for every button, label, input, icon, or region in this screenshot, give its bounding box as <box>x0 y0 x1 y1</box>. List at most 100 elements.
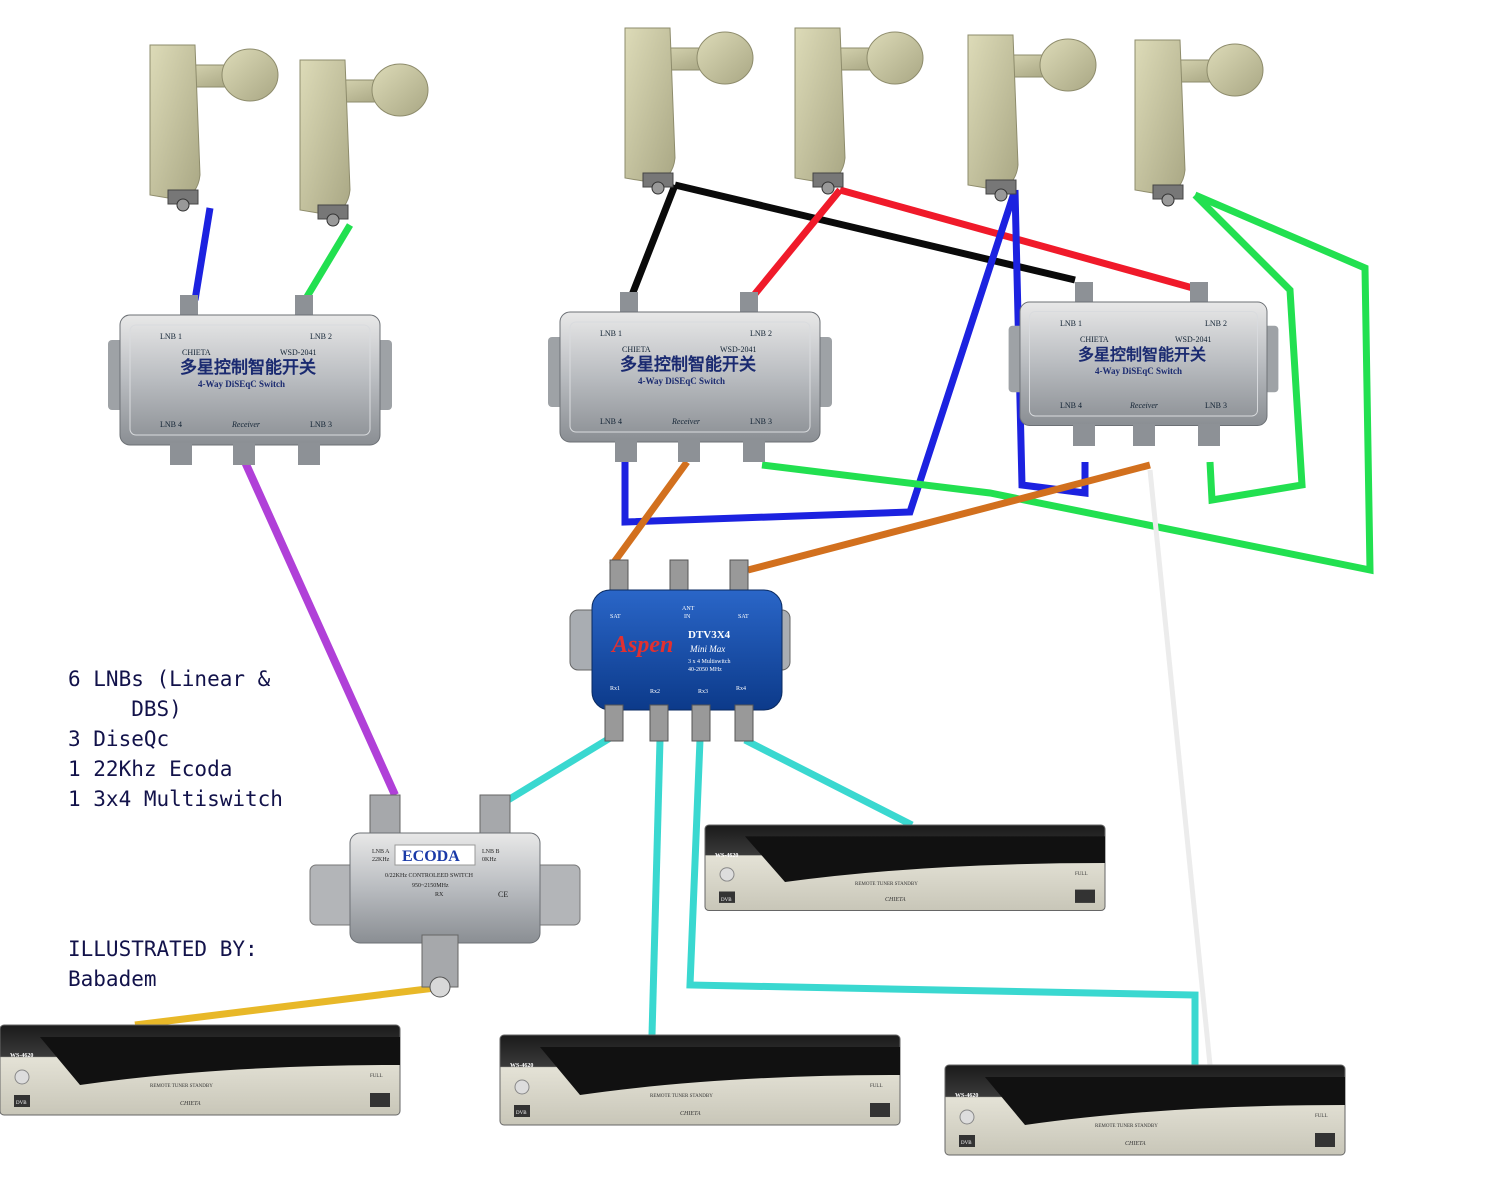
ecoda-lnb-b: LNB B <box>482 849 500 855</box>
multiswitch-rx2: Rx2 <box>650 689 660 695</box>
switch-title: 4-Way DiSEqC Switch <box>1095 366 1182 376</box>
cable-white <box>1147 469 1213 1066</box>
lnb-1 <box>149 44 279 212</box>
chinese-title: 多星控制智能开关 <box>1078 345 1206 364</box>
ecoda-switch: ECODA LNB A 22KHz LNB B 0KHz 0/22KHz CON… <box>309 794 581 998</box>
multiswitch-sat2: SAT <box>738 614 749 620</box>
multiswitch-series: Mini Max <box>689 644 725 654</box>
ecoda-line1: 0/22KHz CONTROLEED SWITCH <box>385 873 474 879</box>
chinese-title: 多星控制智能开关 <box>180 357 316 377</box>
receiver-leds: REMOTE TUNER STANDBY <box>855 882 918 887</box>
receiver-label: Receiver <box>231 420 261 429</box>
receiver-brand: CHIETA <box>180 1101 201 1107</box>
brand-label: CHIETA <box>622 345 651 354</box>
cable-green-1 <box>761 191 1374 575</box>
ecoda-lnb-a-freq: 22KHz <box>372 857 390 863</box>
receiver-2: WS-4620 REMOTE TUNER STANDBY CHIETA FULL… <box>499 1034 901 1126</box>
chinese-title: 多星控制智能开关 <box>620 354 756 374</box>
cable-cyan-ecoda <box>506 732 617 803</box>
receiver-brand: CHIETA <box>885 897 906 903</box>
cable-orange-2 <box>747 461 1151 574</box>
multiswitch-in: IN <box>684 614 691 620</box>
multiswitch-desc1: 3 x 4 Multiswitch <box>688 659 731 665</box>
multiswitch-sat1: SAT <box>610 614 621 620</box>
equipment-notes: 6 LNBs (Linear & DBS) 3 DiseQc 1 22Khz E… <box>68 664 358 814</box>
cable-cyan-rx3 <box>686 739 1199 1070</box>
ecoda-line2: 950~2150MHz <box>412 883 449 889</box>
lnb4-label: LNB 4 <box>160 420 182 429</box>
receiver-dvb: DVB <box>961 1141 972 1146</box>
multiswitch-ant: ANT <box>682 606 695 612</box>
lnb2-label: LNB 2 <box>1205 319 1227 328</box>
brand-label: CHIETA <box>1080 335 1109 344</box>
ecoda-lnb-b-freq: 0KHz <box>482 857 497 863</box>
receiver-label: Receiver <box>671 417 701 426</box>
cable-green-2 <box>1192 192 1306 505</box>
lnb2-label: LNB 2 <box>310 332 332 341</box>
lnb-2 <box>299 59 429 227</box>
cable-red-long <box>839 186 1201 294</box>
cable-gold <box>134 984 436 1029</box>
receiver-label: Receiver <box>1129 401 1159 410</box>
multiswitch-rx1: Rx1 <box>610 686 620 692</box>
diseqc-switch-1: LNB 1 LNB 2 CHIETA WSD-2041 多星控制智能开关 4-W… <box>107 295 393 465</box>
cable-purple <box>241 460 399 797</box>
cable-cyan-rx4 <box>743 736 914 829</box>
receiver-brand: CHIETA <box>680 1111 701 1117</box>
receiver-model: WS-4620 <box>955 1093 978 1099</box>
receiver-1: WS-4620 REMOTE TUNER STANDBY CHIETA FULL… <box>0 1024 401 1116</box>
multiswitch: Aspen DTV3X4 Mini Max 3 x 4 Multiswitch … <box>569 559 791 742</box>
switch-title: 4-Way DiSEqC Switch <box>638 376 725 386</box>
lnb3-label: LNB 3 <box>1205 401 1227 410</box>
receiver-leds: REMOTE TUNER STANDBY <box>150 1084 213 1089</box>
receiver-dvb: DVB <box>721 898 732 903</box>
receiver-leds: REMOTE TUNER STANDBY <box>1095 1124 1158 1129</box>
receiver-dvb: DVB <box>516 1111 527 1116</box>
lnb2-label: LNB 2 <box>750 329 772 338</box>
note-ecoda: 1 22Khz Ecoda <box>68 757 233 781</box>
note-lnbs: 6 LNBs (Linear & <box>68 667 271 691</box>
lnb4-label: LNB 4 <box>1060 401 1082 410</box>
credit-name: Babadem <box>68 967 157 991</box>
diseqc-switch-3: LNB 1 LNB 2 CHIETA WSD-2041 多星控制智能开关 4-W… <box>1008 282 1279 446</box>
multiswitch-rx4: Rx4 <box>736 686 746 692</box>
cable-cyan-rx2 <box>648 739 664 1036</box>
note-multiswitch: 1 3x4 Multiswitch <box>68 787 283 811</box>
lnb-3 <box>624 27 754 195</box>
lnb1-label: LNB 1 <box>600 329 622 338</box>
receiver-full: FULL <box>870 1084 883 1089</box>
cable-blue-lnb1 <box>191 207 214 301</box>
switch-title: 4-Way DiSEqC Switch <box>198 379 285 389</box>
model-label: WSD-2041 <box>720 345 756 354</box>
lnb-5 <box>967 34 1097 202</box>
note-lnbs-cont: DBS) <box>68 697 182 721</box>
illustrator-credit: ILLUSTRATED BY: Babadem <box>68 934 258 994</box>
brand-label: CHIETA <box>182 348 211 357</box>
receiver-dvb: DVB <box>16 1101 27 1106</box>
multiswitch-rx3: Rx3 <box>698 689 708 695</box>
ecoda-ce: CE <box>498 890 508 899</box>
cable-orange-1 <box>609 459 690 568</box>
cable-green-lnb2 <box>301 223 354 302</box>
lnb1-label: LNB 1 <box>1060 319 1082 328</box>
lnb1-label: LNB 1 <box>160 332 182 341</box>
multiswitch-desc2: 40-2050 MHz <box>688 667 722 673</box>
diseqc-switch-2: LNB 1 LNB 2 CHIETA WSD-2041 多星控制智能开关 4-W… <box>547 292 833 462</box>
lnb3-label: LNB 3 <box>750 417 772 426</box>
note-diseqc: 3 DiseQc <box>68 727 170 751</box>
cable-red <box>747 187 843 303</box>
receiver-model: WS-4620 <box>715 853 738 859</box>
ecoda-lnb-a: LNB A <box>372 849 390 855</box>
cable-black-long <box>674 181 1076 284</box>
receiver-3: WS-4620 REMOTE TUNER STANDBY CHIETA FULL… <box>704 824 1106 911</box>
ecoda-brand: ECODA <box>402 848 460 865</box>
multiswitch-brand: Aspen <box>610 632 673 658</box>
receiver-4: WS-4620 REMOTE TUNER STANDBY CHIETA FULL… <box>944 1064 1346 1156</box>
receiver-model: WS-4620 <box>10 1053 33 1059</box>
receiver-leds: REMOTE TUNER STANDBY <box>650 1094 713 1099</box>
lnb4-label: LNB 4 <box>600 417 622 426</box>
ecoda-rx: RX <box>435 892 444 898</box>
receiver-full: FULL <box>1075 872 1088 877</box>
model-label: WSD-2041 <box>1175 335 1211 344</box>
